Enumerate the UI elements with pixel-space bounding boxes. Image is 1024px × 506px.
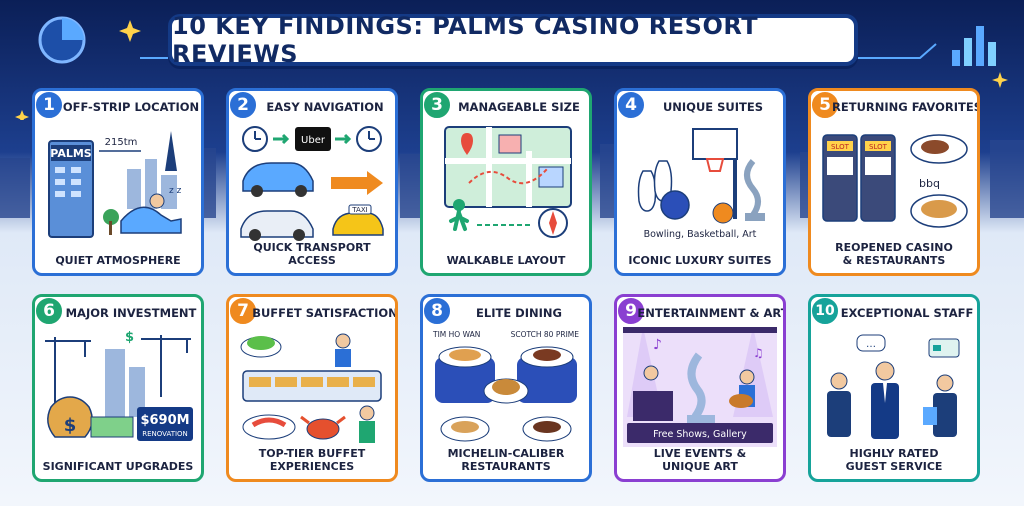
slot-sign: SLOT bbox=[831, 143, 850, 151]
card-footer-line-1: MICHELIN-CALIBER bbox=[447, 447, 565, 460]
staff-member bbox=[923, 374, 957, 437]
hotel-skyline-illustration: PALMS 215tm z z bbox=[48, 131, 182, 238]
uber-logo: Uber bbox=[301, 135, 326, 146]
slot-sign: SLOT bbox=[869, 143, 888, 151]
finding-card-8: 8 ELITE DINING TIM HO WAN SCOTCH 80 PRIM… bbox=[420, 294, 592, 482]
suites-caption: Bowling, Basketball, Art bbox=[644, 229, 757, 240]
card-title: MANAGEABLE SIZE bbox=[458, 100, 580, 114]
finding-card-6: 6 MAJOR INVESTMENT $ $ $690M RENOVATION … bbox=[32, 294, 204, 482]
clock-icon bbox=[242, 126, 268, 152]
badge-number: 9 bbox=[617, 297, 647, 327]
badge-number: 8 bbox=[423, 297, 453, 327]
badge-number: 10 bbox=[811, 297, 841, 327]
card-title: EXCEPTIONAL STAFF bbox=[840, 306, 974, 320]
restaurant-sign-right: SCOTCH 80 PRIME bbox=[511, 330, 580, 339]
card-footer: TOP-TIER BUFFET EXPERIENCES bbox=[231, 447, 393, 473]
card-title: UNIQUE SUITES bbox=[662, 100, 764, 114]
card-footer-line-2: RESTAURANTS bbox=[461, 460, 551, 473]
transport-illustration: Uber TAXI bbox=[240, 126, 384, 241]
investment-illustration: $ $ $690M RENOVATION bbox=[45, 330, 193, 441]
staff-member bbox=[827, 372, 851, 437]
finding-card-9: 9 ENTERTAINMENT & ART ♪ ♫ Free Shows, Ga… bbox=[614, 294, 786, 482]
crab-icon bbox=[300, 415, 346, 440]
badge-number: 2 bbox=[229, 91, 259, 121]
finding-card-2: 2 EASY NAVIGATION Uber TAXI QUICK TRANSP… bbox=[226, 88, 398, 276]
card-footer: QUICK TRANSPORT ACCESS bbox=[253, 241, 371, 267]
card-footer-line-1: LIVE EVENTS & bbox=[653, 447, 747, 460]
badge-number: 4 bbox=[617, 91, 647, 121]
finding-card-1: 1 OFF-STRIP LOCATION PALMS 215tm z z QUI… bbox=[32, 88, 204, 276]
investment-amount-label: RENOVATION bbox=[142, 430, 188, 438]
speech-bubble-icon: … bbox=[856, 334, 886, 352]
buffet-illustration bbox=[240, 333, 382, 443]
card-footer-line-2: GUEST SERVICE bbox=[845, 460, 943, 473]
badge-number: 1 bbox=[35, 91, 65, 121]
card-footer-line-1: REOPENED CASINO bbox=[835, 241, 953, 254]
card-footer: SIGNIFICANT UPGRADES bbox=[42, 460, 194, 473]
slot-machine-icon: SLOT bbox=[860, 134, 896, 222]
badge-number: 6 bbox=[35, 297, 65, 327]
compass-icon bbox=[538, 208, 568, 238]
palms-sign: PALMS bbox=[50, 147, 92, 160]
dollar-sign-floating: $ bbox=[125, 330, 134, 345]
crane-icon bbox=[45, 335, 191, 417]
stage-show-illustration: ♪ ♫ Free Shows, Gallery bbox=[623, 327, 777, 447]
card-footer: REOPENED CASINO & RESTAURANTS bbox=[813, 241, 975, 267]
staff-member bbox=[871, 361, 899, 439]
svg-text:…: … bbox=[866, 339, 876, 350]
finding-card-5: 5 RETURNING FAVORITES SLOT SLOT bbq REOP… bbox=[808, 88, 980, 276]
taxi-sign: TAXI bbox=[351, 206, 367, 214]
bbq-label: bbq bbox=[919, 177, 940, 190]
card-footer: QUIET ATMOSPHERE bbox=[55, 254, 181, 267]
badge-number: 5 bbox=[811, 91, 841, 121]
finding-card-3: 3 MANAGEABLE SIZE WALKABLE LAYOUT bbox=[420, 88, 592, 276]
map-illustration bbox=[444, 126, 572, 238]
finding-card-10: 10 EXCEPTIONAL STAFF … HIGHLY RATED GUES… bbox=[808, 294, 980, 482]
basketball-hoop-icon bbox=[692, 128, 738, 219]
badge-number: 3 bbox=[423, 91, 453, 121]
card-title: EASY NAVIGATION bbox=[266, 100, 384, 114]
card-title: MAJOR INVESTMENT bbox=[65, 306, 197, 320]
page-title-banner: 10 KEY FINDINGS: PALMS CASINO RESORT REV… bbox=[168, 12, 858, 68]
card-footer: LIVE EVENTS & UNIQUE ART bbox=[619, 447, 781, 473]
card-title: OFF-STRIP LOCATION bbox=[62, 100, 200, 114]
finding-card-4: 4 UNIQUE SUITES Bowling, Basketball, Art… bbox=[614, 88, 786, 276]
card-footer-line-1: HIGHLY RATED bbox=[849, 447, 939, 460]
music-note-icon: ♪ bbox=[653, 337, 662, 353]
staff-illustration: … bbox=[827, 334, 960, 439]
money-bag-dollar: $ bbox=[64, 415, 77, 436]
card-title: ENTERTAINMENT & ART bbox=[637, 306, 786, 320]
money-bag-icon: $ bbox=[47, 396, 93, 438]
shows-banner: Free Shows, Gallery bbox=[653, 429, 747, 440]
card-footer-line-2: UNIQUE ART bbox=[662, 460, 738, 473]
card-footer-line-1: TOP-TIER BUFFET bbox=[258, 447, 366, 460]
restaurant-sign-left: TIM HO WAN bbox=[432, 330, 480, 339]
clock-icon bbox=[356, 126, 382, 152]
finding-card-7: 7 BUFFET SATISFACTION TOP-TIER BUFFET EX… bbox=[226, 294, 398, 482]
badge-number: 7 bbox=[229, 297, 259, 327]
investment-amount: $690M bbox=[140, 413, 189, 428]
card-title: RETURNING FAVORITES bbox=[832, 100, 980, 114]
page-title: 10 KEY FINDINGS: PALMS CASINO RESORT REV… bbox=[172, 12, 759, 68]
bar-chart-icon bbox=[952, 26, 996, 66]
card-footer: MICHELIN-CALIBER RESTAURANTS bbox=[425, 447, 587, 473]
fine-dining-illustration: TIM HO WAN SCOTCH 80 PRIME bbox=[432, 330, 580, 442]
keycard-icon bbox=[928, 338, 960, 358]
card-footer: HIGHLY RATED GUEST SERVICE bbox=[813, 447, 975, 473]
card-title: ELITE DINING bbox=[476, 306, 562, 320]
card-footer: ICONIC LUXURY SUITES bbox=[628, 254, 772, 267]
snore-text: z z bbox=[169, 186, 182, 196]
casino-restaurant-illustration: SLOT SLOT bbq bbox=[822, 134, 968, 228]
distance-label: 215tm bbox=[105, 137, 138, 148]
music-note-icon: ♫ bbox=[753, 346, 764, 360]
slot-machine-icon: SLOT bbox=[822, 134, 858, 222]
bowling-pins-icon bbox=[637, 160, 673, 212]
card-footer-line-2: & RESTAURANTS bbox=[842, 254, 946, 267]
suites-illustration: Bowling, Basketball, Art bbox=[637, 128, 765, 240]
walking-person-icon bbox=[449, 199, 469, 231]
pie-chart-icon bbox=[38, 16, 86, 64]
card-footer-line-2: EXPERIENCES bbox=[269, 460, 355, 473]
card-title: BUFFET SATISFACTION bbox=[252, 306, 398, 320]
card-footer: WALKABLE LAYOUT bbox=[446, 254, 566, 267]
